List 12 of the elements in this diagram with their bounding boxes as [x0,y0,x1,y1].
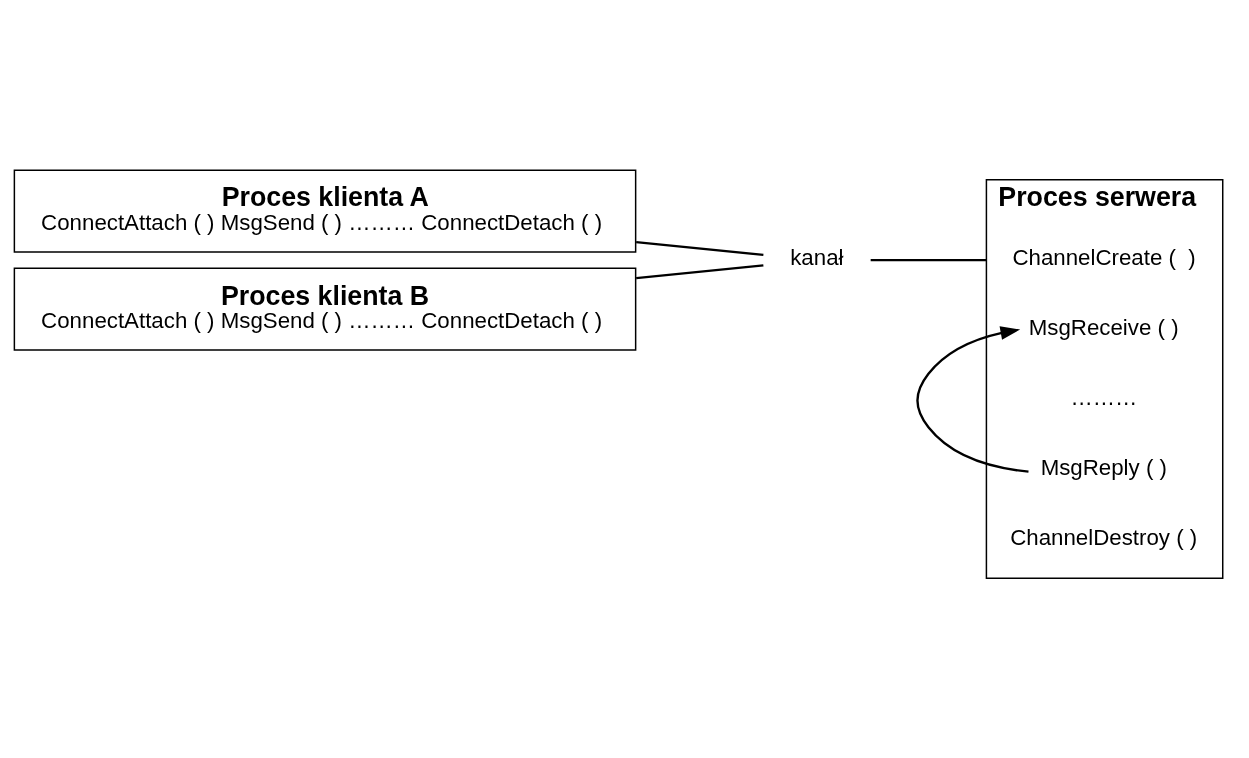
connector [636,240,764,257]
node-box: Proces klienta B ConnectAttach ( ) MsgSend ( ) ……… ConnectDetach ( ) [13,267,637,351]
connector [636,264,764,280]
node-text: kanał [790,245,844,271]
arrow [916,326,1029,473]
node-text: ……… [1070,385,1138,411]
node-text: ChannelCreate ( ) [1012,245,1196,271]
node-box: Proces klienta A ConnectAttach ( ) MsgSend ( ) ……… ConnectDetach ( ) [13,169,637,253]
node-text: ChannelDestroy ( ) [1010,524,1198,550]
connector [870,258,987,262]
node-text: MsgReply ( ) [1040,454,1167,480]
node-text: MsgReceive ( ) [1028,315,1179,341]
